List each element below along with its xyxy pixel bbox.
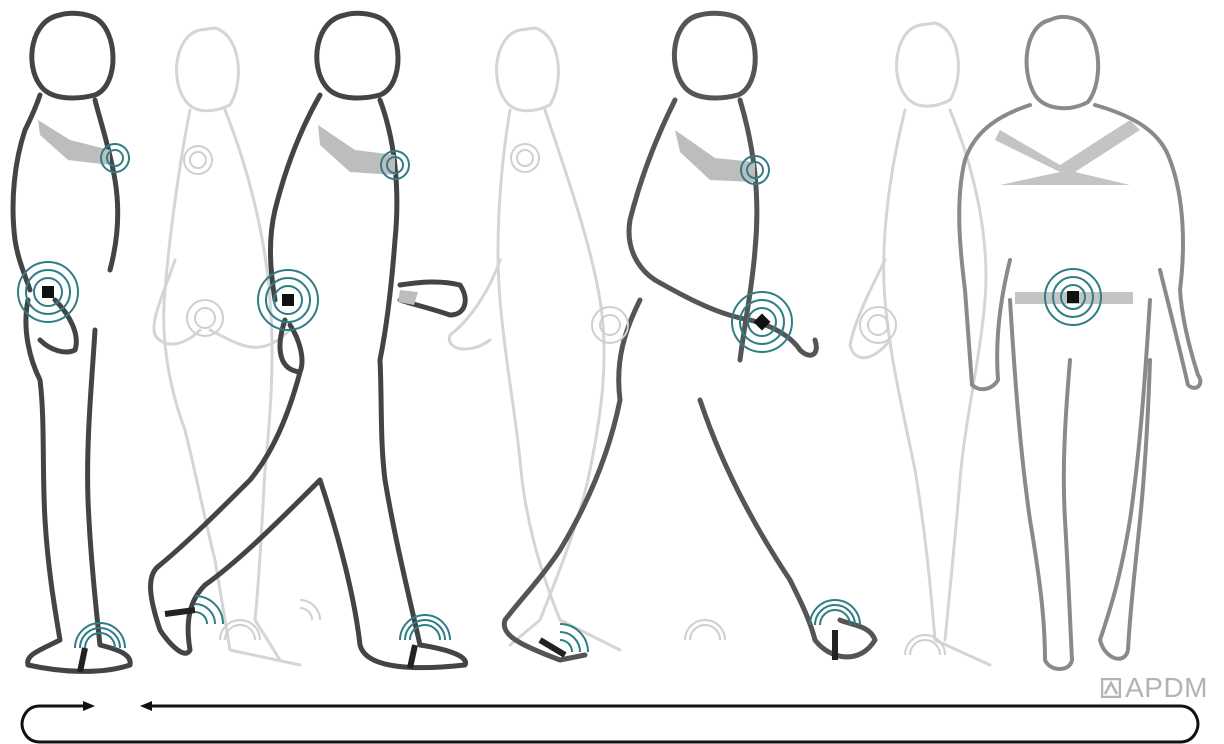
signal-rings-icon bbox=[18, 144, 1101, 652]
strap-chest-3 bbox=[675, 130, 755, 182]
figure-back-view bbox=[959, 17, 1200, 669]
return-path-arrow-icon bbox=[22, 706, 1198, 742]
figure-walking-2 bbox=[504, 13, 875, 660]
strap-chest-2 bbox=[318, 125, 395, 175]
figure-standing-side bbox=[13, 13, 130, 671]
ghost-signal-rings-icon bbox=[184, 144, 945, 655]
figure-walking-1 bbox=[151, 13, 466, 667]
path-arrowheads bbox=[83, 701, 152, 711]
strap-foot-1 bbox=[80, 648, 85, 672]
apdm-logo: APDM bbox=[1101, 674, 1208, 702]
strap-chest-1 bbox=[38, 120, 110, 165]
logo-text: APDM bbox=[1125, 674, 1208, 702]
back-harness bbox=[995, 120, 1140, 185]
strap-foot-2b bbox=[410, 645, 415, 668]
strap-foot-2a bbox=[165, 610, 195, 614]
apdm-logo-icon bbox=[1101, 678, 1121, 698]
ghost-figure-2 bbox=[449, 28, 620, 650]
